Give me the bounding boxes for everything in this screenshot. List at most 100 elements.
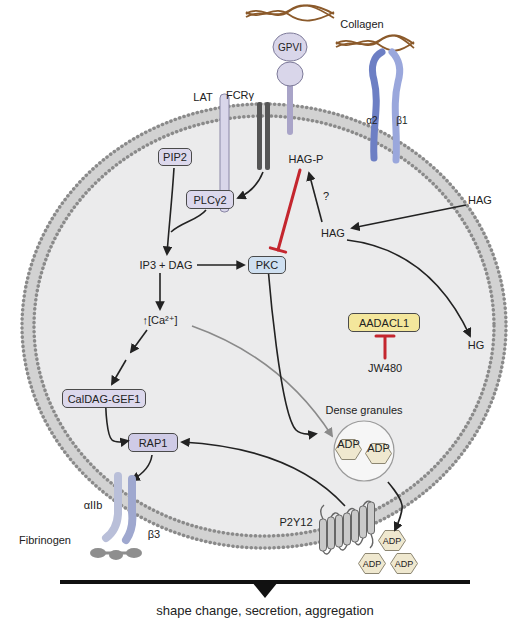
text-label: HAG (321, 227, 345, 240)
text-label: β1 (396, 114, 407, 127)
hexagon-outline (366, 444, 392, 464)
gpvi-receptor (273, 33, 307, 132)
collagen-fibril (246, 5, 334, 18)
node-label: ADP (335, 439, 362, 449)
signal-arrow (197, 264, 244, 266)
p2y12-receptor (321, 505, 324, 519)
adp-hexagon: ADP (390, 553, 418, 574)
collagen-fibril (336, 35, 414, 48)
p2y12-receptor (360, 506, 367, 538)
p2y12-receptor (331, 513, 339, 517)
text-label: P2Y12 (279, 516, 312, 529)
text-label: HAG-P (289, 153, 324, 166)
granule-outline (334, 421, 394, 481)
text-label: GPVI (278, 41, 302, 54)
calcium-arrow (192, 326, 332, 436)
p2y12-receptor (368, 502, 375, 534)
text-label: FCRγ (226, 89, 254, 102)
node-label: PKC (256, 259, 279, 271)
text-label: HAG (468, 194, 492, 207)
fibrinogen-molecule (90, 548, 106, 558)
text-label: β3 (148, 528, 160, 541)
cell-membrane (22, 104, 506, 548)
hexagon-outline (391, 554, 418, 574)
node-label: Dense granules (316, 404, 412, 416)
fcr-gamma-chain (257, 102, 262, 170)
inhibition-bar (278, 170, 300, 250)
signal-arrow (182, 442, 345, 506)
outcome-bar (60, 582, 470, 598)
fcr-gamma-chain (257, 102, 270, 170)
adp-hexagon: ADP (378, 530, 406, 551)
hexagon-outline (359, 554, 386, 574)
alphaIIb-beta3-integrin (106, 476, 118, 538)
alphaIIb-beta3-integrin (106, 476, 132, 540)
alpha2beta1-integrin (372, 52, 399, 160)
p2y12-receptor (336, 515, 343, 547)
alpha2beta1-integrin (372, 52, 382, 158)
gpvi-receptor (273, 33, 307, 61)
calcium-arrow (192, 326, 332, 436)
cell-body (28, 110, 500, 542)
p2y12-receptor (320, 502, 375, 551)
text-label: HG (468, 339, 485, 352)
collagen-fibril (246, 5, 414, 50)
p2y12-receptor (321, 501, 373, 554)
p2y12-receptor (344, 513, 351, 545)
node-label: PIP2 (163, 151, 187, 163)
p2y12-receptor (320, 519, 327, 551)
signal-arrow (347, 240, 470, 336)
signal-arrow (171, 210, 206, 232)
text-label: LAT (193, 91, 212, 104)
cell-body (28, 110, 500, 542)
text-label: ↑[Ca²⁺] (142, 314, 177, 327)
signaling-box: CalDAG-GEF1 (62, 389, 146, 408)
text-label: shape change, secretion, aggregation (156, 604, 374, 617)
p2y12-receptor (352, 510, 359, 542)
signal-arrow (132, 455, 152, 480)
inhibition-bar (384, 337, 387, 358)
node-label: CalDAG-GEF1 (68, 393, 141, 405)
signal-arrow (309, 173, 322, 222)
arrow-connector (106, 408, 128, 442)
signal-arrow (238, 172, 263, 198)
fibrinogen-molecule (90, 548, 142, 560)
gtpase-box: RAP1 (128, 433, 178, 452)
fibrinogen-molecule (109, 550, 123, 560)
signal-arrow (352, 205, 466, 228)
fibrinogen-molecule (126, 548, 142, 558)
signal-arrow (167, 168, 174, 254)
p2y12-receptor (370, 534, 373, 548)
alpha2beta1-integrin (392, 52, 400, 160)
kinase-box: PKC (248, 256, 286, 274)
text-label: Collagen (340, 18, 383, 31)
granule-circle: Dense granulesADPADP (316, 404, 412, 482)
signal-arrow (131, 330, 147, 352)
signal-arrow (159, 273, 161, 309)
p2y12-receptor (328, 517, 335, 549)
outcome-bar (252, 582, 278, 598)
node-label: RAP1 (139, 437, 168, 449)
p2y12-receptor (363, 501, 371, 506)
node-label: ADP (395, 559, 414, 569)
signaling-box: PLCγ2 (186, 190, 234, 209)
alphaIIb-beta3-integrin (126, 479, 132, 540)
p2y12-receptor (320, 501, 375, 554)
text-label: JW480 (368, 362, 402, 375)
arrow-connector (269, 274, 316, 434)
adp-hexagon: ADP (365, 443, 392, 464)
inhibition-bar (376, 335, 394, 338)
node-label: PLCγ2 (193, 194, 226, 206)
p2y12-receptor (347, 509, 355, 513)
text-label: α2 (366, 114, 377, 127)
text-label: Fibrinogen (19, 534, 71, 547)
enzyme-box: AADACL1 (348, 313, 420, 332)
p2y12-receptor (355, 538, 363, 545)
gpvi-receptor (287, 84, 293, 132)
text-label: IP3 + DAG (140, 259, 193, 272)
cell-membrane (22, 104, 506, 548)
collagen-fibril (246, 11, 334, 21)
